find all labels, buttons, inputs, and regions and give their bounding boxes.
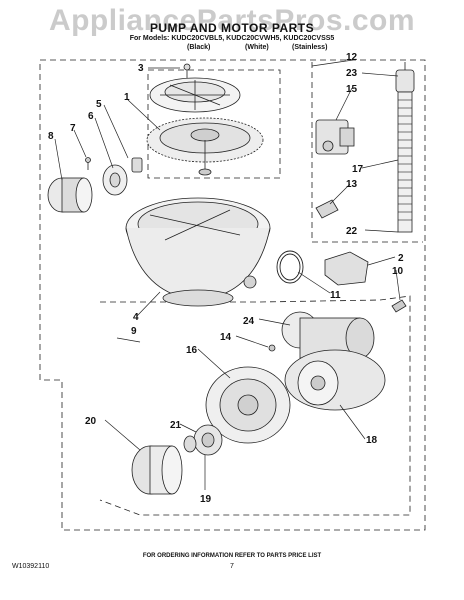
callout-11: 11	[330, 290, 341, 301]
callout-13: 13	[346, 179, 358, 190]
ring-part-11	[276, 250, 304, 284]
outer-dashed-frame	[39, 59, 426, 531]
callout-23: 23	[346, 68, 358, 79]
clip-part-10	[391, 299, 407, 313]
callout-14: 14	[220, 332, 232, 343]
page-number: 7	[230, 563, 234, 570]
drain-pump-part-15	[315, 119, 355, 155]
leader-lines	[54, 59, 401, 490]
color-white-label: (White)	[245, 44, 269, 51]
callout-17: 17	[352, 164, 364, 175]
ordering-note: FOR ORDERING INFORMATION REFER TO PARTS …	[142, 553, 322, 559]
callout-2: 2	[398, 253, 404, 264]
part-5-seal	[131, 157, 143, 173]
filter-top-part	[149, 77, 241, 113]
callout-18: 18	[366, 435, 378, 446]
sump-part-4	[125, 197, 271, 307]
part-6-housing	[102, 164, 128, 196]
motor-group-frame	[99, 295, 411, 516]
bracket-part-2	[324, 251, 369, 286]
color-black-label: (Black)	[187, 44, 211, 51]
screw-part-3	[183, 63, 191, 78]
callout-10: 10	[392, 266, 404, 277]
model-list: For Models: KUDC20CVBL5, KUDC20CVWH5, KU…	[129, 35, 335, 42]
motor-part-24	[281, 311, 386, 411]
callout-4: 4	[133, 312, 139, 323]
pump-part-8	[47, 177, 93, 213]
impeller-part-1	[146, 117, 264, 176]
callout-12: 12	[346, 52, 358, 63]
callout-20: 20	[85, 416, 97, 427]
callout-24: 24	[243, 316, 255, 327]
callout-3: 3	[138, 63, 144, 74]
drain-hose-part-17	[397, 91, 413, 233]
volute-part-16	[205, 366, 291, 444]
impeller-part-21	[183, 424, 223, 456]
callout-6: 6	[88, 111, 94, 122]
color-stainless-label: (Stainless)	[292, 44, 328, 51]
callout-19: 19	[200, 494, 212, 505]
document-number: W10392110	[12, 563, 50, 570]
clip-part-13	[315, 199, 339, 219]
callout-7: 7	[70, 123, 76, 134]
filter-frame	[147, 69, 281, 179]
callout-1: 1	[124, 92, 130, 103]
page-title: PUMP AND MOTOR PARTS	[149, 21, 315, 35]
drain-top-part-23	[395, 62, 415, 93]
callout-8: 8	[48, 131, 54, 142]
callout-15: 15	[346, 84, 358, 95]
callout-5: 5	[96, 99, 102, 110]
wheel-part-20	[131, 445, 183, 495]
screw-part-14	[268, 344, 276, 352]
screw-part-7	[85, 157, 91, 170]
watermark: AppliancePartsPros.com	[48, 4, 416, 37]
drain-group-frame	[311, 62, 423, 243]
callout-16: 16	[186, 345, 198, 356]
callout-22: 22	[346, 226, 358, 237]
callout-21: 21	[170, 420, 182, 431]
callout-9: 9	[131, 326, 137, 337]
